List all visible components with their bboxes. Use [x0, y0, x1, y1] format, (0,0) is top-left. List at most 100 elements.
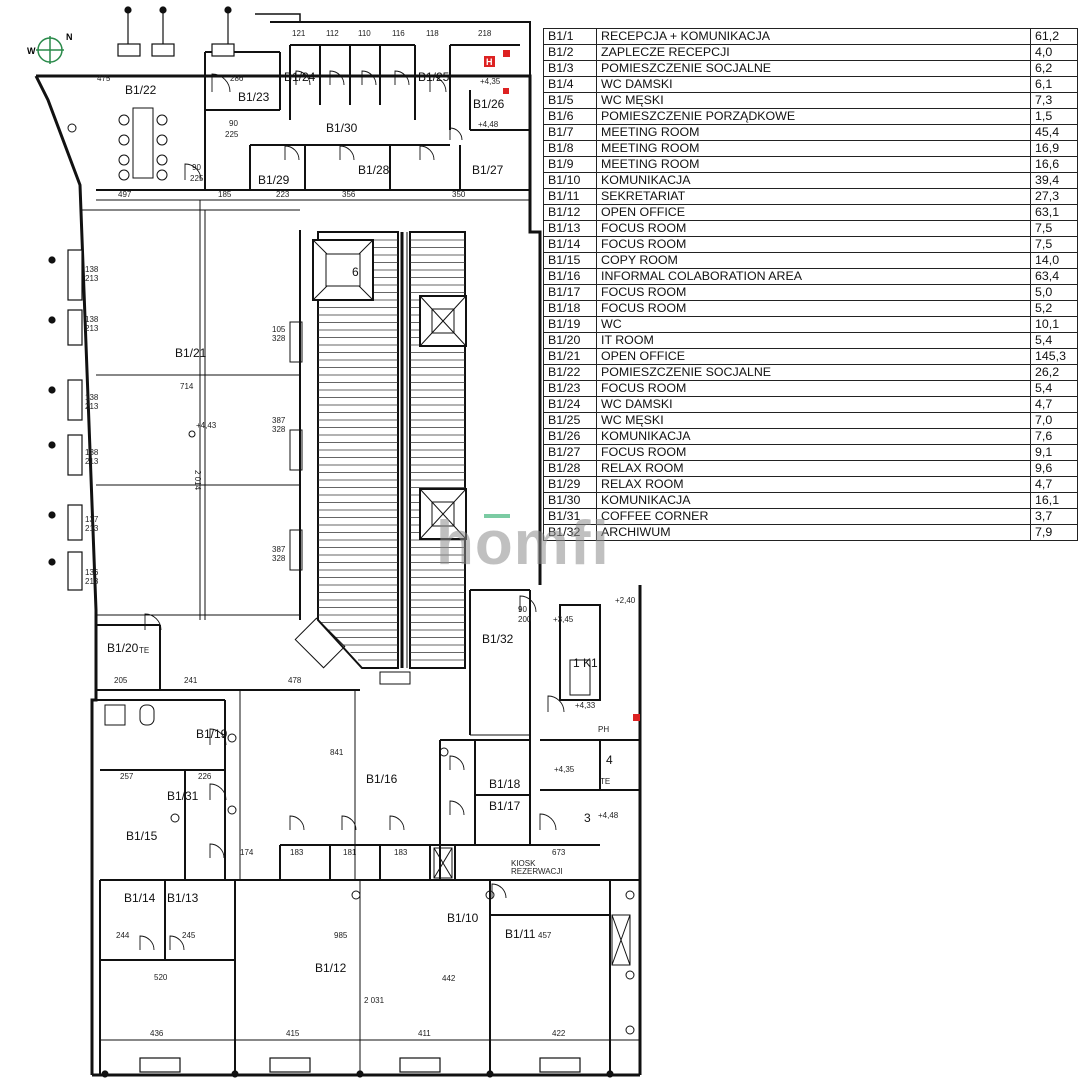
window — [399, 1057, 441, 1073]
open-office-grid — [80, 200, 303, 620]
room-area: 1,5 — [1030, 108, 1078, 125]
elev-433: +4,33 — [575, 701, 596, 710]
door-swing — [539, 813, 557, 831]
room-name: KOMUNIKACJA — [596, 492, 1031, 509]
kitchen-table — [67, 107, 168, 181]
door-swing — [211, 73, 231, 93]
dim-328b: 328 — [272, 425, 286, 434]
door-swing — [389, 815, 405, 831]
room-label-b1-23: B1/23 — [238, 90, 270, 104]
room-area: 6,2 — [1030, 60, 1078, 77]
room-area: 27,3 — [1030, 188, 1078, 205]
room-name: WC MĘSKI — [596, 412, 1031, 429]
te-label: TE — [139, 646, 149, 655]
stair-core-label: 1 K1 — [573, 656, 598, 670]
dim-105: 105 — [272, 325, 286, 334]
room-label-b1-11: B1/11 — [505, 927, 536, 941]
room-area: 16,9 — [1030, 140, 1078, 157]
room-name: MEETING ROOM — [596, 124, 1031, 141]
room-label-b1-27: B1/27 — [472, 163, 504, 177]
room-label-b1-21: B1/21 — [175, 346, 207, 360]
room-number-3: 3 — [584, 811, 591, 825]
room-code: B1/6 — [543, 108, 597, 125]
dim-387: 387 — [272, 416, 286, 425]
elev-443: +4,43 — [196, 421, 217, 430]
room-code: B1/12 — [543, 204, 597, 221]
dim-436: 436 — [150, 1029, 164, 1038]
window — [139, 1057, 181, 1073]
dim-223: 223 — [276, 190, 290, 199]
room-code: B1/28 — [543, 460, 597, 477]
window — [67, 504, 83, 541]
compass-west-label: W — [27, 46, 36, 56]
room-code: B1/27 — [543, 444, 597, 461]
dim-110: 110 — [358, 29, 371, 38]
dim-200: 200 — [518, 615, 532, 624]
dim-475: 475 — [97, 74, 111, 83]
room-area: 45,4 — [1030, 124, 1078, 141]
window — [67, 309, 83, 346]
dim-356: 356 — [342, 190, 356, 199]
door-swing — [339, 145, 355, 161]
room-name: KOMUNIKACJA — [596, 428, 1031, 445]
room-area: 9,1 — [1030, 444, 1078, 461]
top-windows — [117, 6, 235, 57]
door-swing — [184, 163, 202, 181]
room-area: 7,9 — [1030, 524, 1078, 541]
dim-90c: 90 — [518, 605, 527, 614]
room-label-b1-13: B1/13 — [167, 891, 199, 905]
room-name: MEETING ROOM — [596, 140, 1031, 157]
window-height-label: 213 — [85, 402, 99, 411]
room-code: B1/9 — [543, 156, 597, 173]
room-name: RELAX ROOM — [596, 476, 1031, 493]
room-area: 26,2 — [1030, 364, 1078, 381]
room-area: 5,2 — [1030, 300, 1078, 317]
watermark-logo: homfi — [436, 508, 610, 579]
room-area: 63,4 — [1030, 268, 1078, 285]
room-name: FOCUS ROOM — [596, 220, 1031, 237]
dim-985: 985 — [334, 931, 348, 940]
room-area: 4,7 — [1030, 396, 1078, 413]
dim-714: 714 — [180, 382, 194, 391]
room-name: RECEPCJA + KOMUNIKACJA — [596, 28, 1031, 45]
room-code: B1/29 — [543, 476, 597, 493]
room-code: B1/19 — [543, 316, 597, 333]
window-width-label: 137 — [85, 515, 99, 524]
window-width-label: 138 — [85, 393, 99, 402]
window-width-label: 138 — [85, 265, 99, 274]
door-swing — [139, 935, 155, 951]
window-width-label: 136 — [85, 568, 99, 577]
room-code: B1/26 — [543, 428, 597, 445]
room-code: B1/16 — [543, 268, 597, 285]
dim-286: 286 — [230, 74, 244, 83]
window-sensor — [48, 256, 56, 264]
top-wing-walls — [36, 44, 530, 201]
room-area: 39,4 — [1030, 172, 1078, 189]
room-area: 5,4 — [1030, 332, 1078, 349]
room-label-b1-16: B1/16 — [366, 772, 398, 786]
dim-90: 90 — [229, 119, 238, 128]
window-sensor — [48, 511, 56, 519]
room-label-b1-19: B1/19 — [196, 727, 228, 741]
window-sensor — [231, 1070, 239, 1078]
dimension-labels: 475 286 497 185 223 356 350 714 2 014 84… — [97, 29, 636, 1038]
room-code: B1/7 — [543, 124, 597, 141]
door-swing — [394, 70, 410, 86]
room-name: WC DAMSKI — [596, 76, 1031, 93]
door-swing — [284, 145, 300, 161]
